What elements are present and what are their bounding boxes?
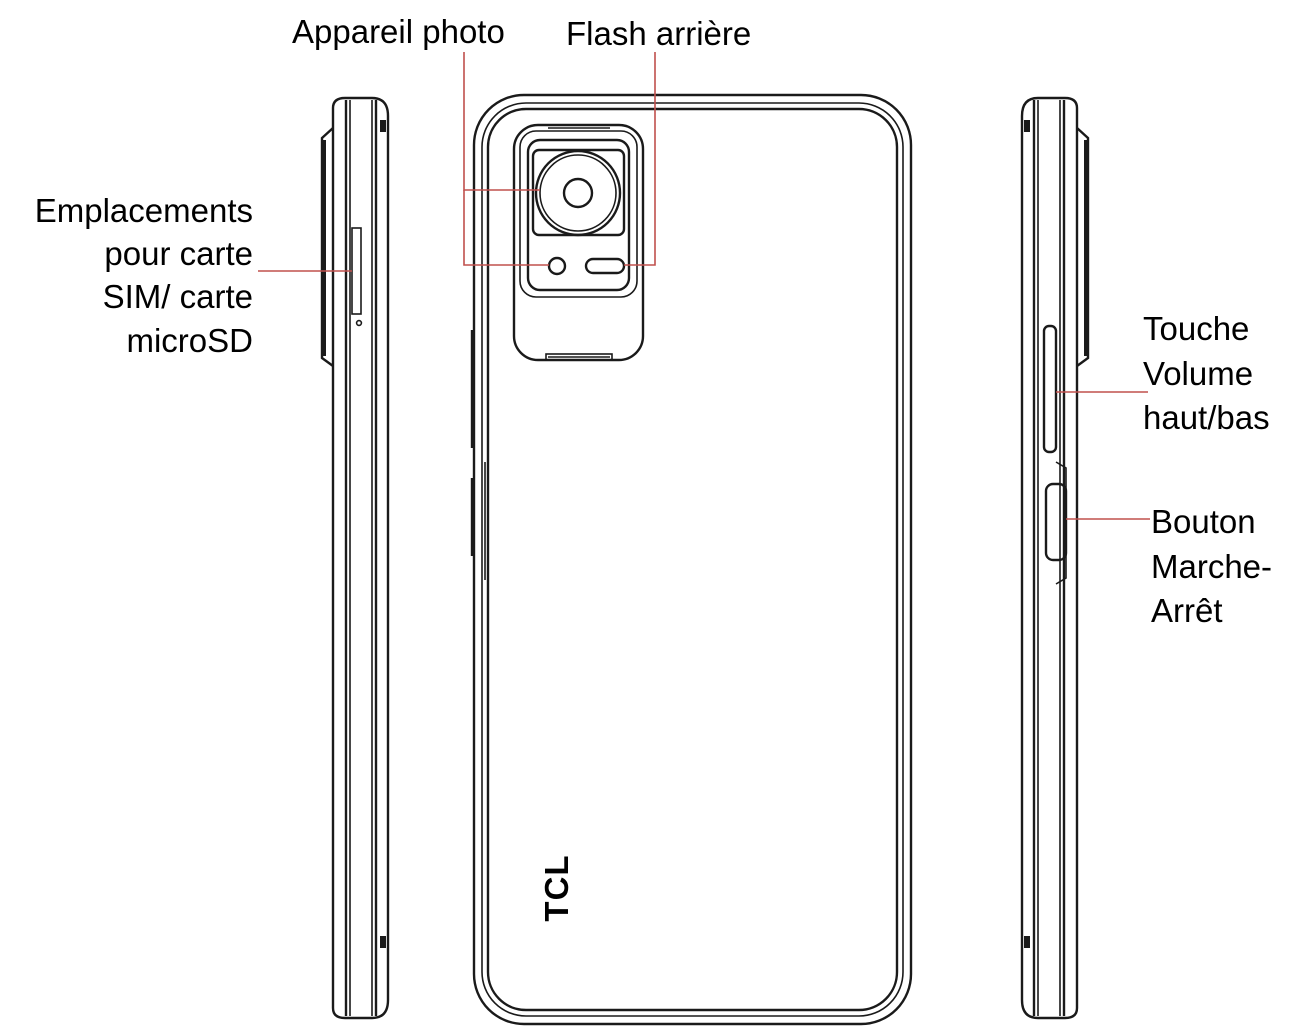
flash-icon xyxy=(584,257,626,275)
label-sim-line-1: Emplacements xyxy=(35,192,253,229)
left-side-view xyxy=(320,96,390,1020)
label-power-button: Bouton Marche- Arrêt xyxy=(1151,503,1272,629)
label-power-line-2: Marche- xyxy=(1151,548,1272,585)
power-button-icon xyxy=(1044,482,1068,562)
label-sim-line-2: pour carte xyxy=(104,235,253,272)
label-sim-line-3: SIM/ carte xyxy=(103,278,253,315)
label-sim-line-4: microSD xyxy=(126,322,253,359)
label-flash: Flash arrière xyxy=(566,15,751,52)
camera-module xyxy=(512,123,645,362)
volume-key-icon xyxy=(1042,324,1058,454)
leader-lines xyxy=(258,52,1150,520)
label-camera: Appareil photo xyxy=(292,13,505,50)
label-volume-line-1: Touche xyxy=(1143,310,1249,347)
phone-back-view: TCL xyxy=(470,93,913,1026)
label-sim-slot: Emplacements pour carte SIM/ carte micro… xyxy=(35,192,253,359)
label-power-line-1: Bouton xyxy=(1151,503,1256,540)
brand-logo: TCL xyxy=(538,854,575,921)
secondary-lens-icon xyxy=(547,256,567,276)
label-volume-key: Touche Volume haut/bas xyxy=(1143,310,1270,436)
right-side-view xyxy=(1020,96,1090,1020)
label-power-line-3: Arrêt xyxy=(1151,592,1223,629)
label-volume-line-3: haut/bas xyxy=(1143,399,1270,436)
label-volume-line-2: Volume xyxy=(1143,355,1253,392)
